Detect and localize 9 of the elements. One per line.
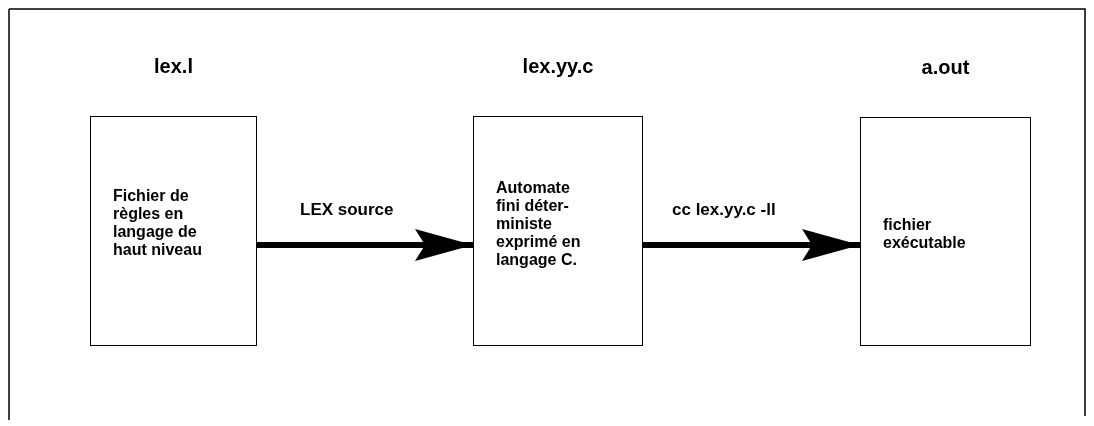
arrow bbox=[643, 229, 860, 261]
arrow bbox=[257, 229, 473, 261]
file-name-heading: lex.yy.c bbox=[521, 55, 595, 78]
file-name-heading: lex.l bbox=[153, 55, 194, 78]
box-description: fichier exécutable bbox=[883, 216, 967, 252]
box-description: Fichier de règles en langage de haut niveau bbox=[113, 187, 203, 259]
file-name-heading: a.out bbox=[920, 56, 971, 79]
edge-label: cc lex.yy.c -ll bbox=[672, 200, 776, 220]
box-description: Automate fini déter-ministe exprimé en langage C. bbox=[496, 179, 582, 269]
